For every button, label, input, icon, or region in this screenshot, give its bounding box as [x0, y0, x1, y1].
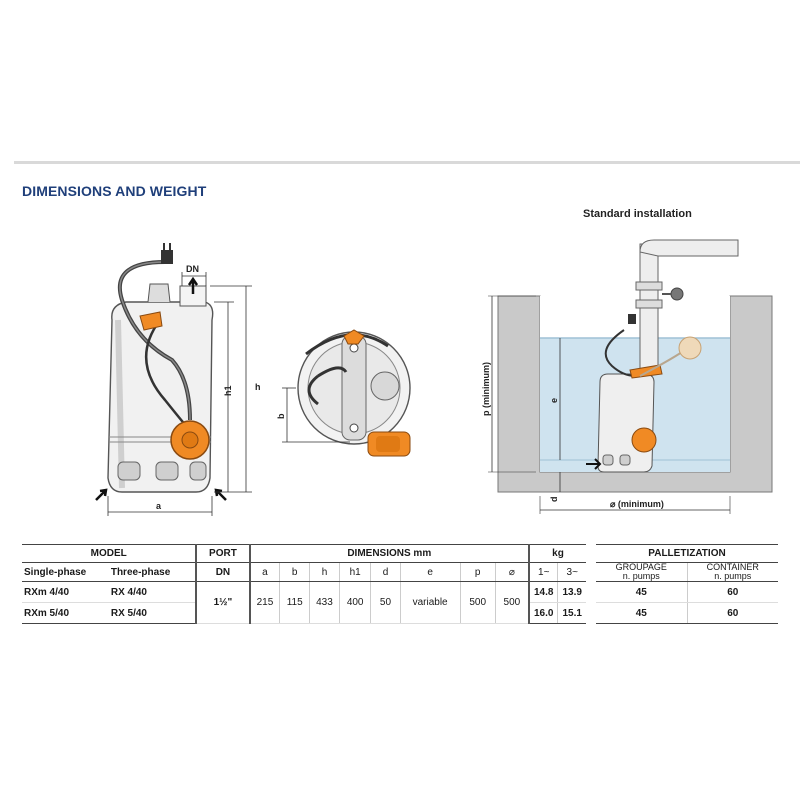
a-label: a: [156, 501, 162, 511]
installation-diagram: p (minimum) e d ⌀ (minimum): [481, 239, 773, 514]
dim-e: variable: [399, 581, 461, 624]
dim-d: 50: [370, 581, 401, 624]
groupage-value: 45: [596, 581, 687, 603]
h1-header: h1: [338, 562, 371, 582]
dim-diameter: 500: [494, 581, 529, 624]
b-header: b: [279, 562, 310, 582]
table-row: RXm 4/40 RX 4/40 1½" 215 115 433 400 50 …: [22, 581, 586, 624]
kg-single-header: 1~: [528, 562, 558, 582]
top-divider: [14, 161, 800, 164]
groupage-value: 45: [596, 602, 687, 624]
b-label: b: [276, 413, 286, 419]
dim-p: 500: [459, 581, 496, 624]
h-label: h: [255, 382, 261, 392]
d-header: d: [370, 562, 401, 582]
three-phase-header: Three-phase: [108, 562, 197, 582]
container-header: CONTAINER n. pumps: [686, 562, 778, 582]
kg-header: kg: [528, 544, 586, 563]
model-three: RX 5/40: [108, 602, 197, 624]
e-label: e: [549, 398, 559, 403]
palletization-table: PALLETIZATION GROUPAGE n. pumps CONTAINE…: [596, 544, 778, 624]
diameter-header: ⌀: [494, 562, 529, 582]
technical-drawings: DN a h1 h b: [95, 239, 773, 516]
table-row: 45 60: [596, 602, 778, 624]
h-header: h: [309, 562, 340, 582]
groupage-header: GROUPAGE n. pumps: [596, 562, 687, 582]
dim-a: 215: [248, 581, 280, 624]
a-header: a: [248, 562, 280, 582]
dn-header: DN: [195, 562, 250, 582]
port-dn: 1½": [195, 581, 250, 624]
container-value: 60: [686, 581, 778, 603]
groupage-label: GROUPAGE: [615, 562, 667, 572]
e-header: e: [399, 562, 461, 582]
dim-b: 115: [279, 581, 310, 624]
dimensions-table: MODEL PORT DIMENSIONS mm kg Single-phase…: [22, 544, 586, 624]
table-row: RXm 5/40 RX 5/40 16.0 15.1: [22, 602, 586, 624]
weight-single: 16.0: [528, 602, 558, 624]
weight-three: 15.1: [557, 602, 586, 624]
model-header: MODEL: [22, 544, 197, 563]
dim-h: 433: [309, 581, 340, 624]
weight-three: 13.9: [557, 581, 586, 603]
container-sublabel: n. pumps: [714, 571, 752, 581]
h1-label: h1: [223, 385, 233, 396]
single-phase-header: Single-phase: [22, 562, 109, 582]
weight-single: 14.8: [528, 581, 558, 603]
container-label: CONTAINER: [706, 562, 759, 572]
model-single: RXm 5/40: [22, 602, 109, 624]
port-header: PORT: [195, 544, 250, 563]
installation-caption: Standard installation: [583, 208, 692, 220]
pump-top-view: b: [276, 329, 411, 457]
dimensions-header: DIMENSIONS mm: [248, 544, 530, 563]
container-value: 60: [686, 602, 778, 624]
table-row: 45 60: [596, 581, 778, 603]
palletization-header: PALLETIZATION: [596, 544, 778, 563]
kg-three-header: 3~: [557, 562, 586, 582]
d-label: d: [549, 497, 559, 503]
model-single: RXm 4/40: [22, 581, 109, 603]
pump-front-view: DN a h1 h: [95, 243, 261, 516]
dn-label: DN: [186, 264, 199, 274]
p-header: p: [459, 562, 496, 582]
diameter-label: ⌀ (minimum): [610, 499, 664, 509]
dim-h1: 400: [338, 581, 371, 624]
p-label: p (minimum): [481, 362, 491, 416]
model-three: RX 4/40: [108, 581, 197, 603]
groupage-sublabel: n. pumps: [622, 571, 660, 581]
section-title: DIMENSIONS AND WEIGHT: [22, 183, 207, 199]
